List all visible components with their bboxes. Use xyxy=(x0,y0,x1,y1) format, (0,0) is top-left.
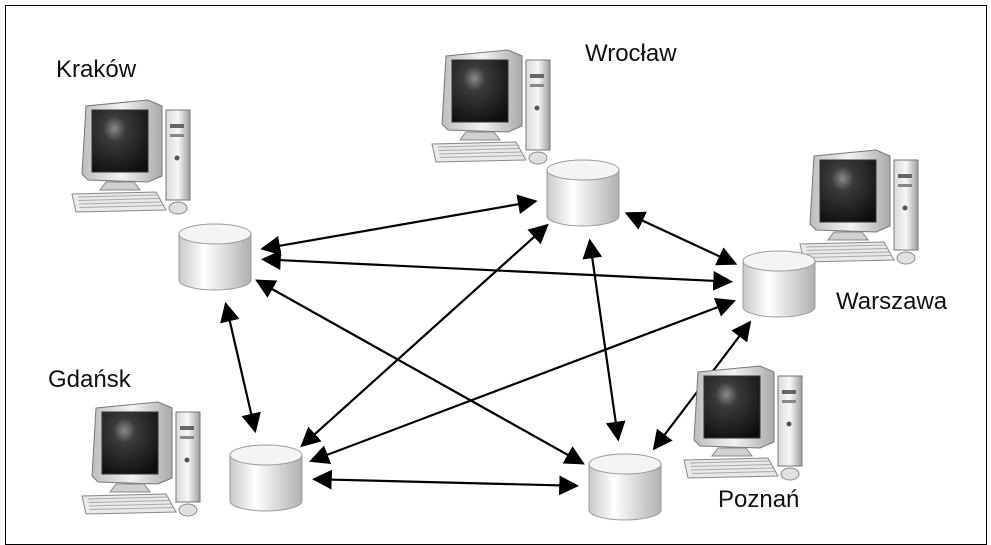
computer-poznan-icon xyxy=(683,365,803,481)
database-krakow-icon xyxy=(178,223,252,291)
connection-krakow-wroclaw xyxy=(260,194,538,256)
connection-wroclaw-gdansk xyxy=(300,223,549,448)
label-warszawa: Warszawa xyxy=(836,288,948,315)
connection-gdansk-poznan xyxy=(312,469,579,496)
computers xyxy=(71,49,919,517)
label-gdansk: Gdańsk xyxy=(48,366,131,393)
computer-gdansk-icon xyxy=(81,401,201,517)
database-gdansk-icon xyxy=(229,444,303,512)
connection-wroclaw-poznan xyxy=(582,238,626,442)
label-wroclaw: Wrocław xyxy=(585,40,677,67)
connection-krakow-poznan xyxy=(255,279,585,465)
computer-wroclaw-icon xyxy=(431,49,551,165)
database-wroclaw-icon xyxy=(546,159,620,227)
connection-wroclaw-warszawa xyxy=(624,211,738,266)
computer-krakow-icon xyxy=(71,99,191,215)
databases xyxy=(178,159,816,521)
database-poznan-icon xyxy=(588,453,662,521)
database-warszawa-icon xyxy=(742,250,816,318)
computer-warszawa-icon xyxy=(799,149,919,265)
connection-krakow-gdansk xyxy=(220,301,261,434)
connection-lines xyxy=(220,194,752,496)
label-krakow: Kraków xyxy=(56,56,137,83)
label-poznan: Poznań xyxy=(718,486,800,513)
